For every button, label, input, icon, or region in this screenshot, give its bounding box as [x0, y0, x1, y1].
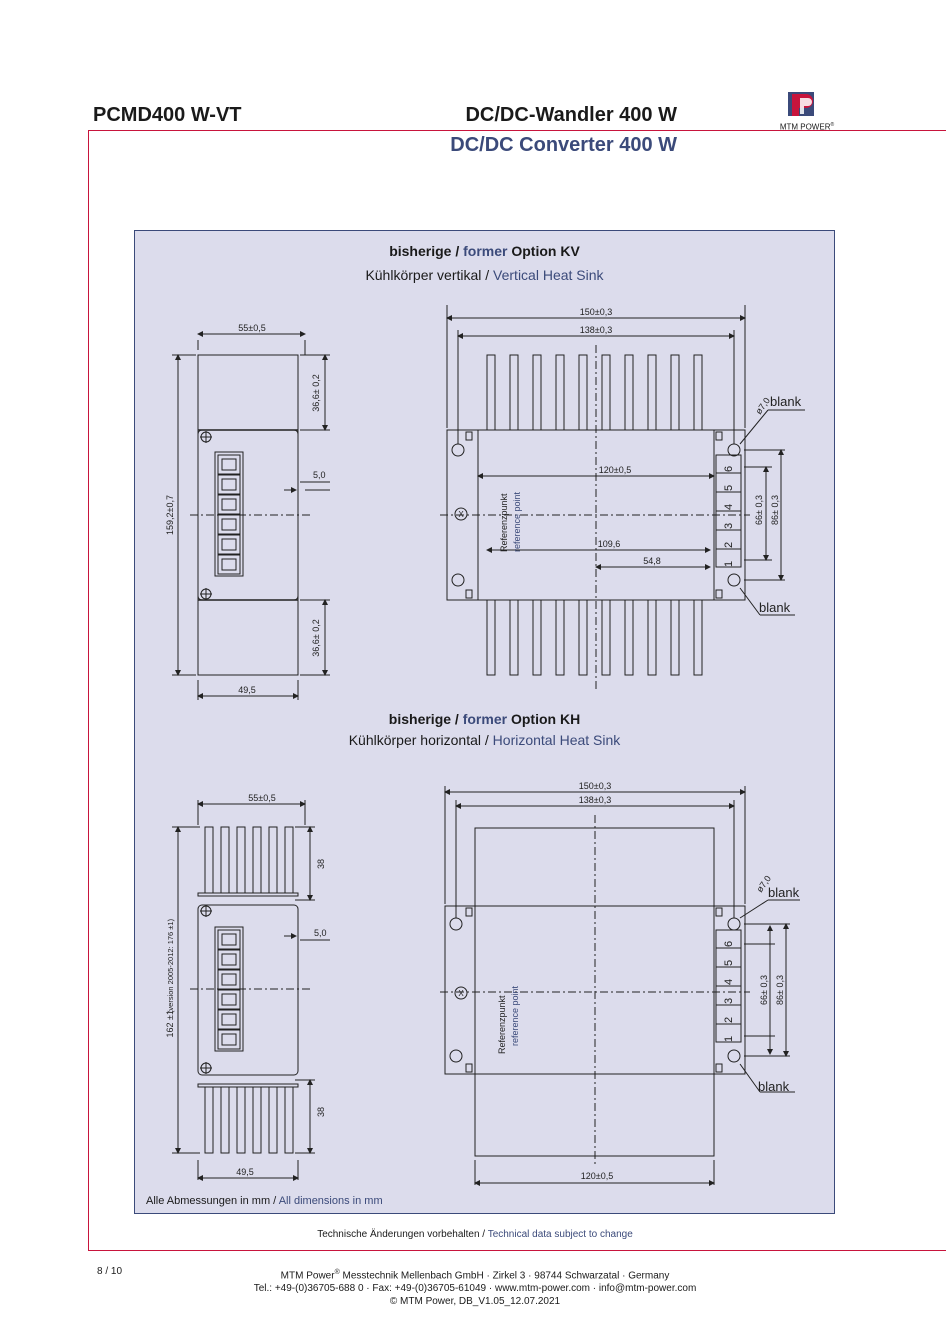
kh-blank-label-top: blank — [768, 885, 800, 900]
kv-dim-w2: 138±0,3 — [580, 325, 612, 335]
page-number: 8 / 10 — [97, 1266, 123, 1277]
kh-dim-w2: 138±0,3 — [579, 795, 611, 805]
kv-subtitle: Kühlkörper vertikal / Vertical Heat Sink — [365, 267, 604, 283]
footer-line-1: MTM Power® Messtechnik Mellenbach GmbH ·… — [280, 1269, 670, 1282]
footer-line-3: © MTM Power, DB_V1.05_12.07.2021 — [389, 1296, 561, 1308]
kv-title: bisherige / former Option KV — [389, 243, 580, 259]
kv-ref-label-de: Referenzpunkt — [499, 493, 509, 552]
kv-top-fins — [486, 354, 703, 431]
kh-side-view — [172, 800, 330, 1181]
kh-dim-h1: 66± 0,3 — [759, 975, 769, 1005]
title-german: DC/DC-Wandler 400 W — [465, 104, 677, 126]
kh-dim-height-note: (version 2005-2012: 176 ±1) — [166, 918, 175, 1013]
kv-dim-w5: 54,8 — [643, 556, 661, 566]
kh-dim-gap: 5,0 — [314, 928, 327, 938]
kv-blank-label-bottom: blank — [759, 600, 791, 615]
kv-dim-h1: 66± 0,3 — [754, 495, 764, 525]
title-english: DC/DC Converter 400 W — [450, 134, 677, 156]
kv-pin-6: 6 — [723, 466, 735, 472]
kv-pin-2: 2 — [723, 542, 735, 548]
kv-ref-label-en: reference point — [512, 491, 522, 552]
kh-dim-height: 162 ±1 — [165, 1010, 175, 1037]
kv-dim-w1: 150±0,3 — [580, 307, 612, 317]
kv-side-view — [172, 331, 330, 700]
kv-dim-h2: 86± 0,3 — [770, 495, 780, 525]
kh-dim-fin-top: 38 — [316, 859, 326, 869]
kv-dim-gap: 5,0 — [313, 470, 326, 480]
kh-pin-1: 1 — [723, 1036, 735, 1042]
kh-title: bisherige / former Option KH — [388, 711, 581, 727]
kv-pin-4: 4 — [723, 504, 735, 510]
kv-bottom-fins — [486, 599, 703, 676]
kv-pin-3: 3 — [723, 523, 735, 529]
change-notice: Technische Änderungen vorbehalten / Tech… — [317, 1229, 633, 1240]
kv-dim-w4: 109,6 — [598, 539, 621, 549]
drawing-panel — [134, 230, 835, 1214]
frame-line-left — [88, 130, 89, 1250]
kv-ref-mark: X — [458, 510, 464, 519]
kv-dim-bottom-width: 49,5 — [238, 685, 256, 695]
kv-pin-5: 5 — [723, 485, 735, 491]
kv-dim-w3: 120±0,5 — [599, 465, 631, 475]
kh-dim-w3: 120±0,5 — [581, 1171, 613, 1181]
logo-text: MTM POWER® — [779, 122, 835, 132]
frame-line-top — [88, 130, 946, 131]
kh-dim-fin-bottom: 38 — [316, 1107, 326, 1117]
kv-blank-label-top: blank — [770, 394, 802, 409]
kh-dim-w1: 150±0,3 — [579, 781, 611, 791]
kh-terminal-block — [217, 929, 241, 1050]
kh-ref-label-de: Referenzpunkt — [497, 995, 507, 1054]
kv-pin-1: 1 — [723, 561, 735, 567]
kh-dim-top-width: 55±0,5 — [248, 793, 275, 803]
kh-pin-6: 6 — [723, 941, 735, 947]
mtm-logo-icon — [788, 92, 814, 116]
footer-line-2: Tel.: +49-(0)36705-688 0 · Fax: +49-(0)3… — [253, 1283, 697, 1295]
kv-dim-bottom-offset: 36,6± 0,2 — [311, 619, 321, 656]
kv-dim-height: 159,2±0,7 — [165, 495, 175, 535]
kh-front-view — [440, 786, 800, 1186]
kh-pin-5: 5 — [723, 960, 735, 966]
dimensions-note: Alle Abmessungen in mm / All dimensions … — [146, 1195, 383, 1207]
kh-pin-4: 4 — [723, 979, 735, 985]
kh-pin-2: 2 — [723, 1017, 735, 1023]
kh-dim-bottom-width: 49,5 — [236, 1167, 254, 1177]
kh-blank-label-bottom: blank — [758, 1079, 790, 1094]
kv-terminal-block — [217, 454, 241, 575]
footer: MTM Power® Messtechnik Mellenbach GmbH ·… — [0, 1266, 950, 1308]
kv-dim-top-width: 55±0,5 — [238, 323, 265, 333]
kv-front-view — [440, 305, 805, 690]
kv-dim-top-offset: 36,6± 0,2 — [311, 374, 321, 411]
kh-dim-h2: 86± 0,3 — [775, 975, 785, 1005]
kh-ref-label-en: reference point — [510, 985, 520, 1046]
kh-ref-mark: X — [458, 989, 464, 998]
kh-pin-3: 3 — [723, 998, 735, 1004]
frame-line-bottom — [88, 1250, 946, 1251]
product-code: PCMD400 W-VT — [93, 104, 242, 126]
kh-subtitle: Kühlkörper horizontal / Horizontal Heat … — [348, 732, 621, 748]
